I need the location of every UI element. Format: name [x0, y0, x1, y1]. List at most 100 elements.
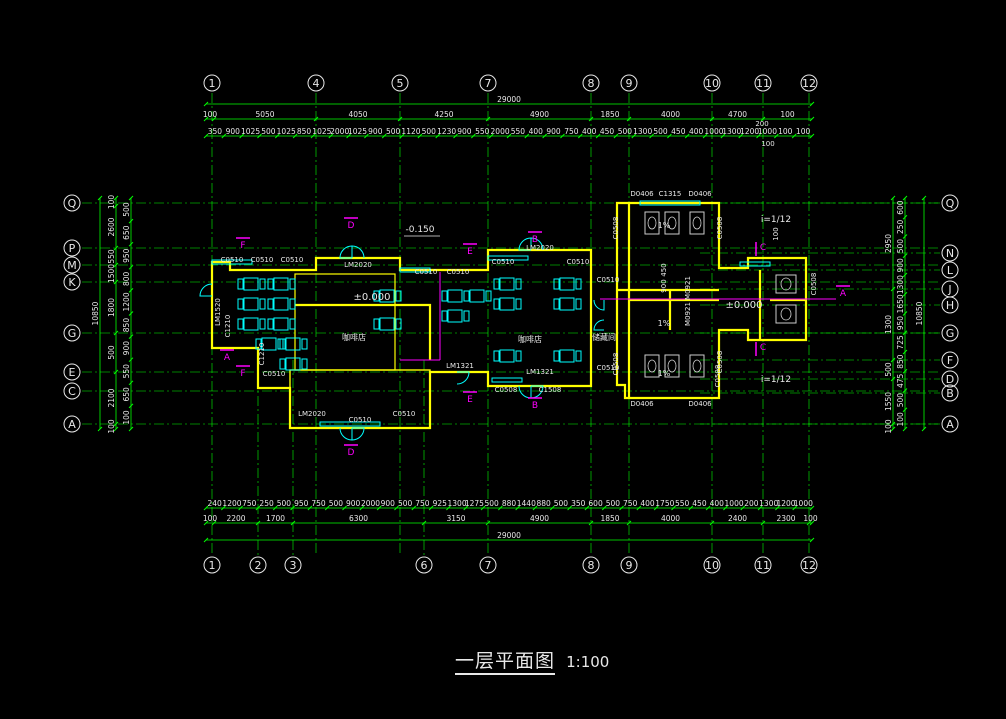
dim-top-row1-text: 1850 [600, 110, 619, 119]
dim-note: 100 [772, 227, 780, 240]
dim-left-row2-tick [128, 311, 134, 316]
axis-bubble-right-label: L [947, 264, 954, 277]
door-window-label: LM1321 [526, 368, 554, 376]
dim-bottom-row1-tick [760, 520, 766, 526]
dim-top-row2-text: 450 [600, 127, 615, 136]
dim-left-row1-text: 1500 [107, 264, 116, 283]
dim-bottom-row2-text: 500 [554, 499, 569, 508]
dim-left-row1-tick [113, 279, 119, 285]
axis-bubble-left-circle [63, 273, 81, 291]
dim-top-row2-tick [560, 133, 565, 139]
dim-bottom-row2-text: 1275 [465, 499, 484, 508]
dim-top-row1-text: 4900 [530, 110, 549, 119]
level-mark: ±0.000 [725, 300, 762, 311]
dim-top-row1-text: 100 [780, 110, 795, 119]
toilet-stall [689, 354, 705, 378]
slope-mark: 1% [658, 221, 671, 230]
dim-top-row2-tick [649, 133, 654, 139]
room-name: 咖啡店 [518, 334, 542, 344]
dim-bottom-row1-text: 4900 [530, 514, 549, 523]
axis-bubble-top-circle [754, 74, 772, 92]
door-window-label: LM1520 [214, 298, 222, 326]
chair [289, 278, 296, 290]
dim-top-row2-tick [506, 133, 512, 139]
dim-right-row2-tick [902, 253, 908, 259]
dim-bottom-row2-tick [636, 505, 642, 511]
chair [463, 290, 470, 302]
section-marker-letter: B [532, 235, 538, 245]
outer-wall-main [210, 248, 593, 430]
dim-bottom-row2-text: 750 [415, 499, 430, 508]
table-set [559, 297, 575, 311]
door-window-label: C0510 [281, 256, 304, 264]
toilet-stall [664, 211, 680, 235]
dim-top-row2-text: 1120 [401, 127, 420, 136]
axis-bubble-top-circle [800, 74, 818, 92]
section-marker-letter: C [760, 343, 766, 353]
axis-bubble-top-circle [479, 74, 497, 92]
table-set [559, 277, 575, 291]
level-mark: -0.150 [405, 225, 434, 235]
dim-right-row1-tick [890, 195, 896, 201]
axis-bubble-bottom-circle [754, 556, 772, 574]
dim-top-row2-text: 1300 [633, 127, 652, 136]
dim-top-row2-text: 1230 [437, 127, 456, 136]
dim-left-row2-text: 800 [122, 271, 131, 286]
dim-bottom-row2-tick [809, 505, 815, 511]
axis-bubble-right-label: N [946, 247, 954, 260]
chair [289, 298, 296, 310]
axis-bubble-bottom-label: 7 [485, 559, 492, 572]
slope-mark: 1% [658, 319, 671, 328]
dim-right-row2-text: 250 [896, 219, 905, 234]
door-window-label: D0406 [688, 190, 712, 198]
axis-bubble-left-label: C [68, 385, 76, 398]
axis-bubble-right-circle [941, 296, 959, 314]
chair [267, 278, 274, 290]
toilet-stall [689, 211, 705, 235]
chair [237, 278, 244, 290]
window [319, 421, 381, 427]
dim-top-row2-tick [310, 133, 316, 139]
chair [493, 298, 500, 310]
dim-left-row1-tick [113, 245, 119, 251]
section-marker-letter: A [224, 353, 231, 363]
dim-bottom-total-tick [809, 537, 815, 543]
dim-top-row2-text: 550 [511, 127, 526, 136]
outer-wall-east [615, 201, 808, 400]
dim-top-row2-text: 400 [529, 127, 544, 136]
dim-bottom-row2-text: 950 [294, 499, 309, 508]
chair [441, 290, 448, 302]
axis-bubble-top-label: 12 [802, 77, 816, 90]
room-name: 咖啡店 [342, 332, 366, 342]
dim-left-row1-text: 2100 [107, 388, 116, 407]
dim-left-row1-tick [113, 426, 119, 432]
axis-bubble-top-circle [582, 74, 600, 92]
dim-top-row2-text: 350 [208, 127, 223, 136]
axis-bubble-left-label: G [68, 327, 77, 340]
dim-left-row2-tick [128, 426, 134, 432]
axis-bubble-left-circle [63, 194, 81, 212]
dim-left-row1-text: 1800 [107, 298, 116, 317]
dim-left-row2-text: 100 [122, 410, 131, 425]
axis-bubble-bottom-circle [203, 556, 221, 574]
dim-bottom-row1-tick [203, 520, 209, 526]
axis-bubble-right-circle [941, 351, 959, 369]
dim-note: 200 [755, 120, 768, 128]
dim-top-row2-tick [773, 133, 779, 139]
chair [463, 290, 470, 302]
dim-bottom-row1-tick [290, 520, 296, 526]
toilet-icon [780, 307, 792, 321]
door-window-label: C0508 [612, 217, 620, 240]
axis-bubble-left-circle [63, 239, 81, 257]
dim-bottom-row2-tick [446, 505, 451, 511]
chair [575, 278, 582, 290]
dim-bottom-row2-text: 1000 [794, 499, 813, 508]
dim-bottom-row2-tick [394, 505, 399, 511]
axis-bubble-top-label: 5 [397, 77, 404, 90]
dim-top-row1-text: 100 [203, 110, 218, 119]
axis-bubble-bottom-circle [479, 556, 497, 574]
axis-bubble-right-circle [941, 384, 959, 402]
dim-bottom-row2-tick [238, 505, 243, 511]
dim-top-row2-text: 400 [582, 127, 597, 136]
chair [267, 298, 274, 310]
